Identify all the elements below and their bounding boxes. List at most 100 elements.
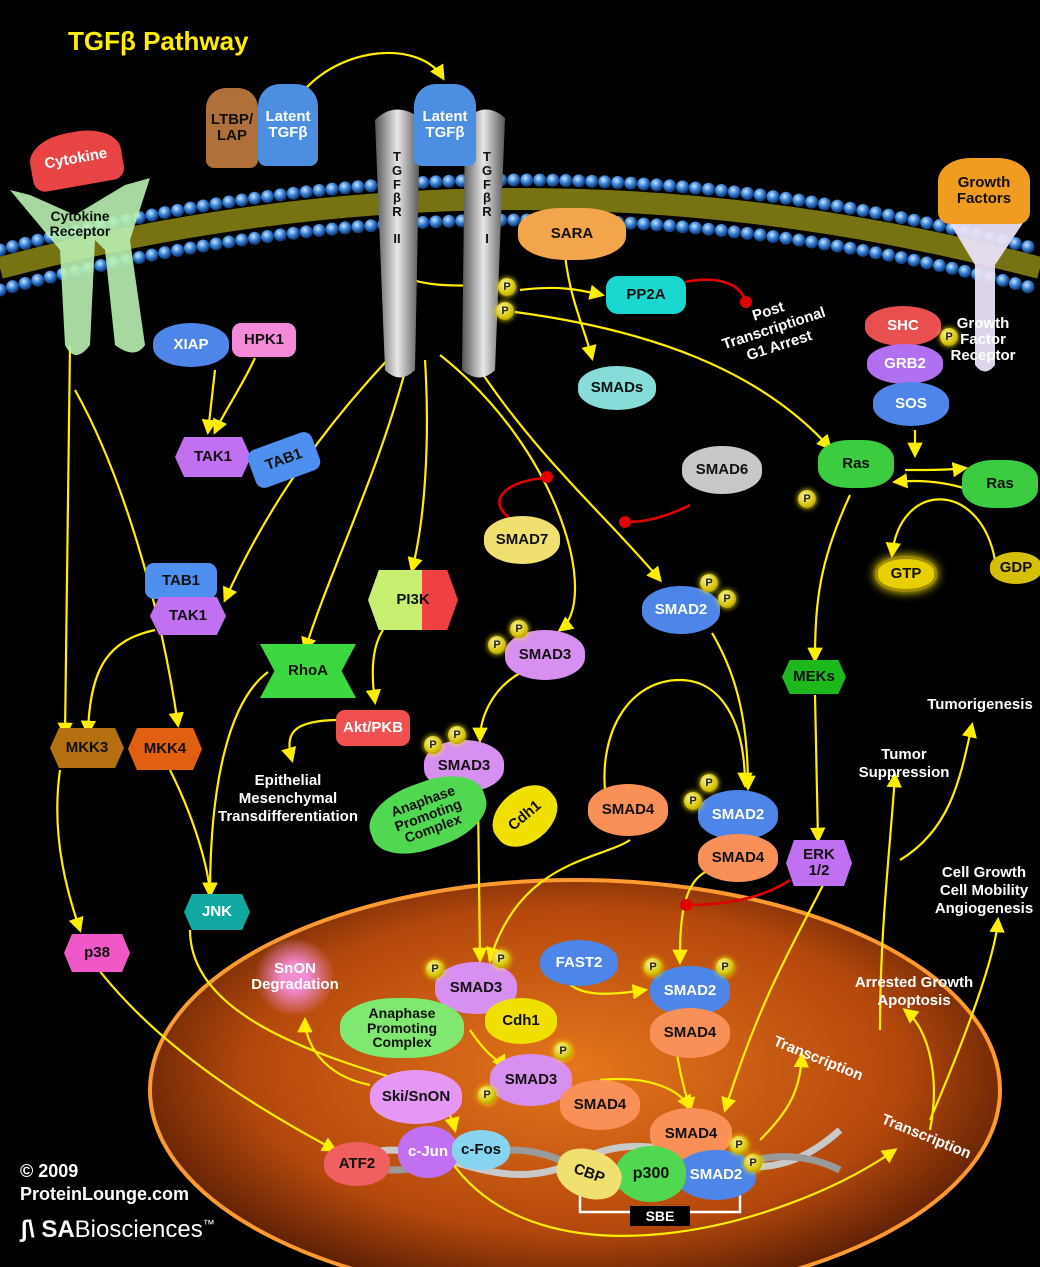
smad2-mid-node: SMAD2: [698, 790, 778, 840]
lipid-head: [624, 176, 638, 190]
phospho-dot: P: [716, 958, 734, 976]
tumor-suppression-label: Tumor Suppression: [858, 746, 950, 781]
lipid-head: [286, 186, 300, 200]
lipid-head: [920, 256, 934, 270]
ski-snon-node: Ski/SnON: [370, 1070, 462, 1124]
lipid-head: [222, 195, 236, 209]
lipid-head: [18, 236, 32, 250]
lipid-head: [650, 218, 664, 232]
ras-right-node: Ras: [962, 460, 1038, 508]
lipid-head: [6, 240, 20, 254]
erk-node: ERK 1/2: [786, 840, 852, 886]
lipid-head: [183, 241, 197, 255]
akt-node: Akt/PKB: [336, 710, 410, 746]
lipid-head: [676, 220, 690, 234]
phospho-dot: P: [554, 1042, 572, 1060]
lipid-head: [196, 239, 210, 253]
lipid-head: [843, 241, 857, 255]
smad3-upper-node: SMAD3: [505, 630, 585, 680]
p300-node: p300: [616, 1146, 686, 1202]
cytokine-receptor-shape: [10, 178, 150, 355]
lipid-head: [325, 222, 339, 236]
phospho-dot: P: [510, 620, 528, 638]
lipid-head: [1021, 240, 1035, 254]
lipid-head: [843, 201, 857, 215]
gf-receptor-label: Growth Factor Receptor: [950, 315, 1016, 364]
lipid-head: [158, 206, 172, 220]
lipid-head: [520, 173, 534, 187]
lipid-head: [351, 180, 365, 194]
lipid-head: [869, 246, 883, 260]
lipid-head: [286, 226, 300, 240]
lipid-head: [805, 235, 819, 249]
lipid-head: [222, 235, 236, 249]
cell-growth-label: Cell Growth Cell Mobility Angiogenesis: [934, 864, 1034, 917]
cfos-node: c-Fos: [452, 1130, 510, 1170]
lipid-head: [882, 248, 896, 262]
sos-node: SOS: [873, 382, 949, 426]
smad4-mid2-node: SMAD4: [698, 834, 778, 882]
lipid-head: [779, 191, 793, 205]
lipid-head: [364, 179, 378, 193]
logo-icon: ʃ\: [20, 1216, 42, 1243]
latent-tgfb-outside-node: Latent TGFβ: [258, 84, 318, 166]
lipid-head: [312, 183, 326, 197]
meks-node: MEKs: [782, 660, 846, 694]
latent-tgfb-receptor-node: Latent TGFβ: [414, 84, 476, 166]
lipid-head: [338, 181, 352, 195]
cdh1-nuc-node: Cdh1: [485, 998, 557, 1044]
lipid-head: [830, 199, 844, 213]
emt-label: Epithelial Mesenchymal Transdifferentiat…: [217, 772, 359, 825]
lipid-head: [429, 175, 443, 189]
brand-prefix: SA: [41, 1216, 75, 1243]
tgfb-receptor-i: [462, 109, 505, 378]
lipid-head: [31, 233, 45, 247]
lipid-head: [351, 220, 365, 234]
lipid-head: [325, 182, 339, 196]
lipid-head: [559, 174, 573, 188]
lipid-head: [945, 261, 959, 275]
copyright-text: © 2009: [20, 1161, 79, 1181]
lipid-head: [637, 217, 651, 231]
smads-node: SMADs: [578, 366, 656, 410]
lipid-head: [572, 174, 586, 188]
lipid-head: [145, 248, 159, 262]
lipid-head: [0, 283, 7, 297]
lipid-head: [882, 208, 896, 222]
lipid-head: [676, 180, 690, 194]
lipid-head: [0, 243, 7, 257]
lipid-head: [598, 175, 612, 189]
snon-degradation-node: SnON Degradation: [240, 940, 350, 1014]
cell-membrane: [0, 188, 1040, 279]
growth-factors-node: Growth Factors: [938, 158, 1030, 224]
lipid-head: [338, 221, 352, 235]
lipid-head: [996, 273, 1010, 287]
lipid-head: [650, 178, 664, 192]
grb2-node: GRB2: [867, 344, 943, 384]
lipid-head: [1008, 277, 1022, 291]
smad2-upper-node: SMAD2: [642, 586, 720, 634]
lipid-head: [416, 175, 430, 189]
sbe-label: SBE: [630, 1206, 690, 1226]
lipid-head: [235, 193, 249, 207]
phospho-dot: P: [498, 278, 516, 296]
lipid-head: [6, 280, 20, 294]
lipid-head: [818, 197, 832, 211]
lipid-head: [727, 225, 741, 239]
brand-suffix: Biosciences: [74, 1216, 203, 1243]
phospho-dot: P: [744, 1154, 762, 1172]
phospho-dot: P: [718, 590, 736, 608]
rhoa-node: RhoA: [260, 644, 356, 698]
lipid-head: [43, 270, 57, 284]
lipid-head: [429, 215, 443, 229]
lipid-head: [856, 243, 870, 257]
lipid-head: [792, 193, 806, 207]
hpk1-node: HPK1: [232, 323, 296, 357]
brand-logo: ʃ\ SABiosciences™: [20, 1214, 215, 1245]
lipid-head: [779, 231, 793, 245]
atf2-node: ATF2: [324, 1142, 390, 1186]
lipid-head: [907, 213, 921, 227]
lipid-head: [856, 203, 870, 217]
gtp-node: GTP: [875, 556, 937, 592]
page-title: TGFβ Pathway: [68, 26, 249, 56]
